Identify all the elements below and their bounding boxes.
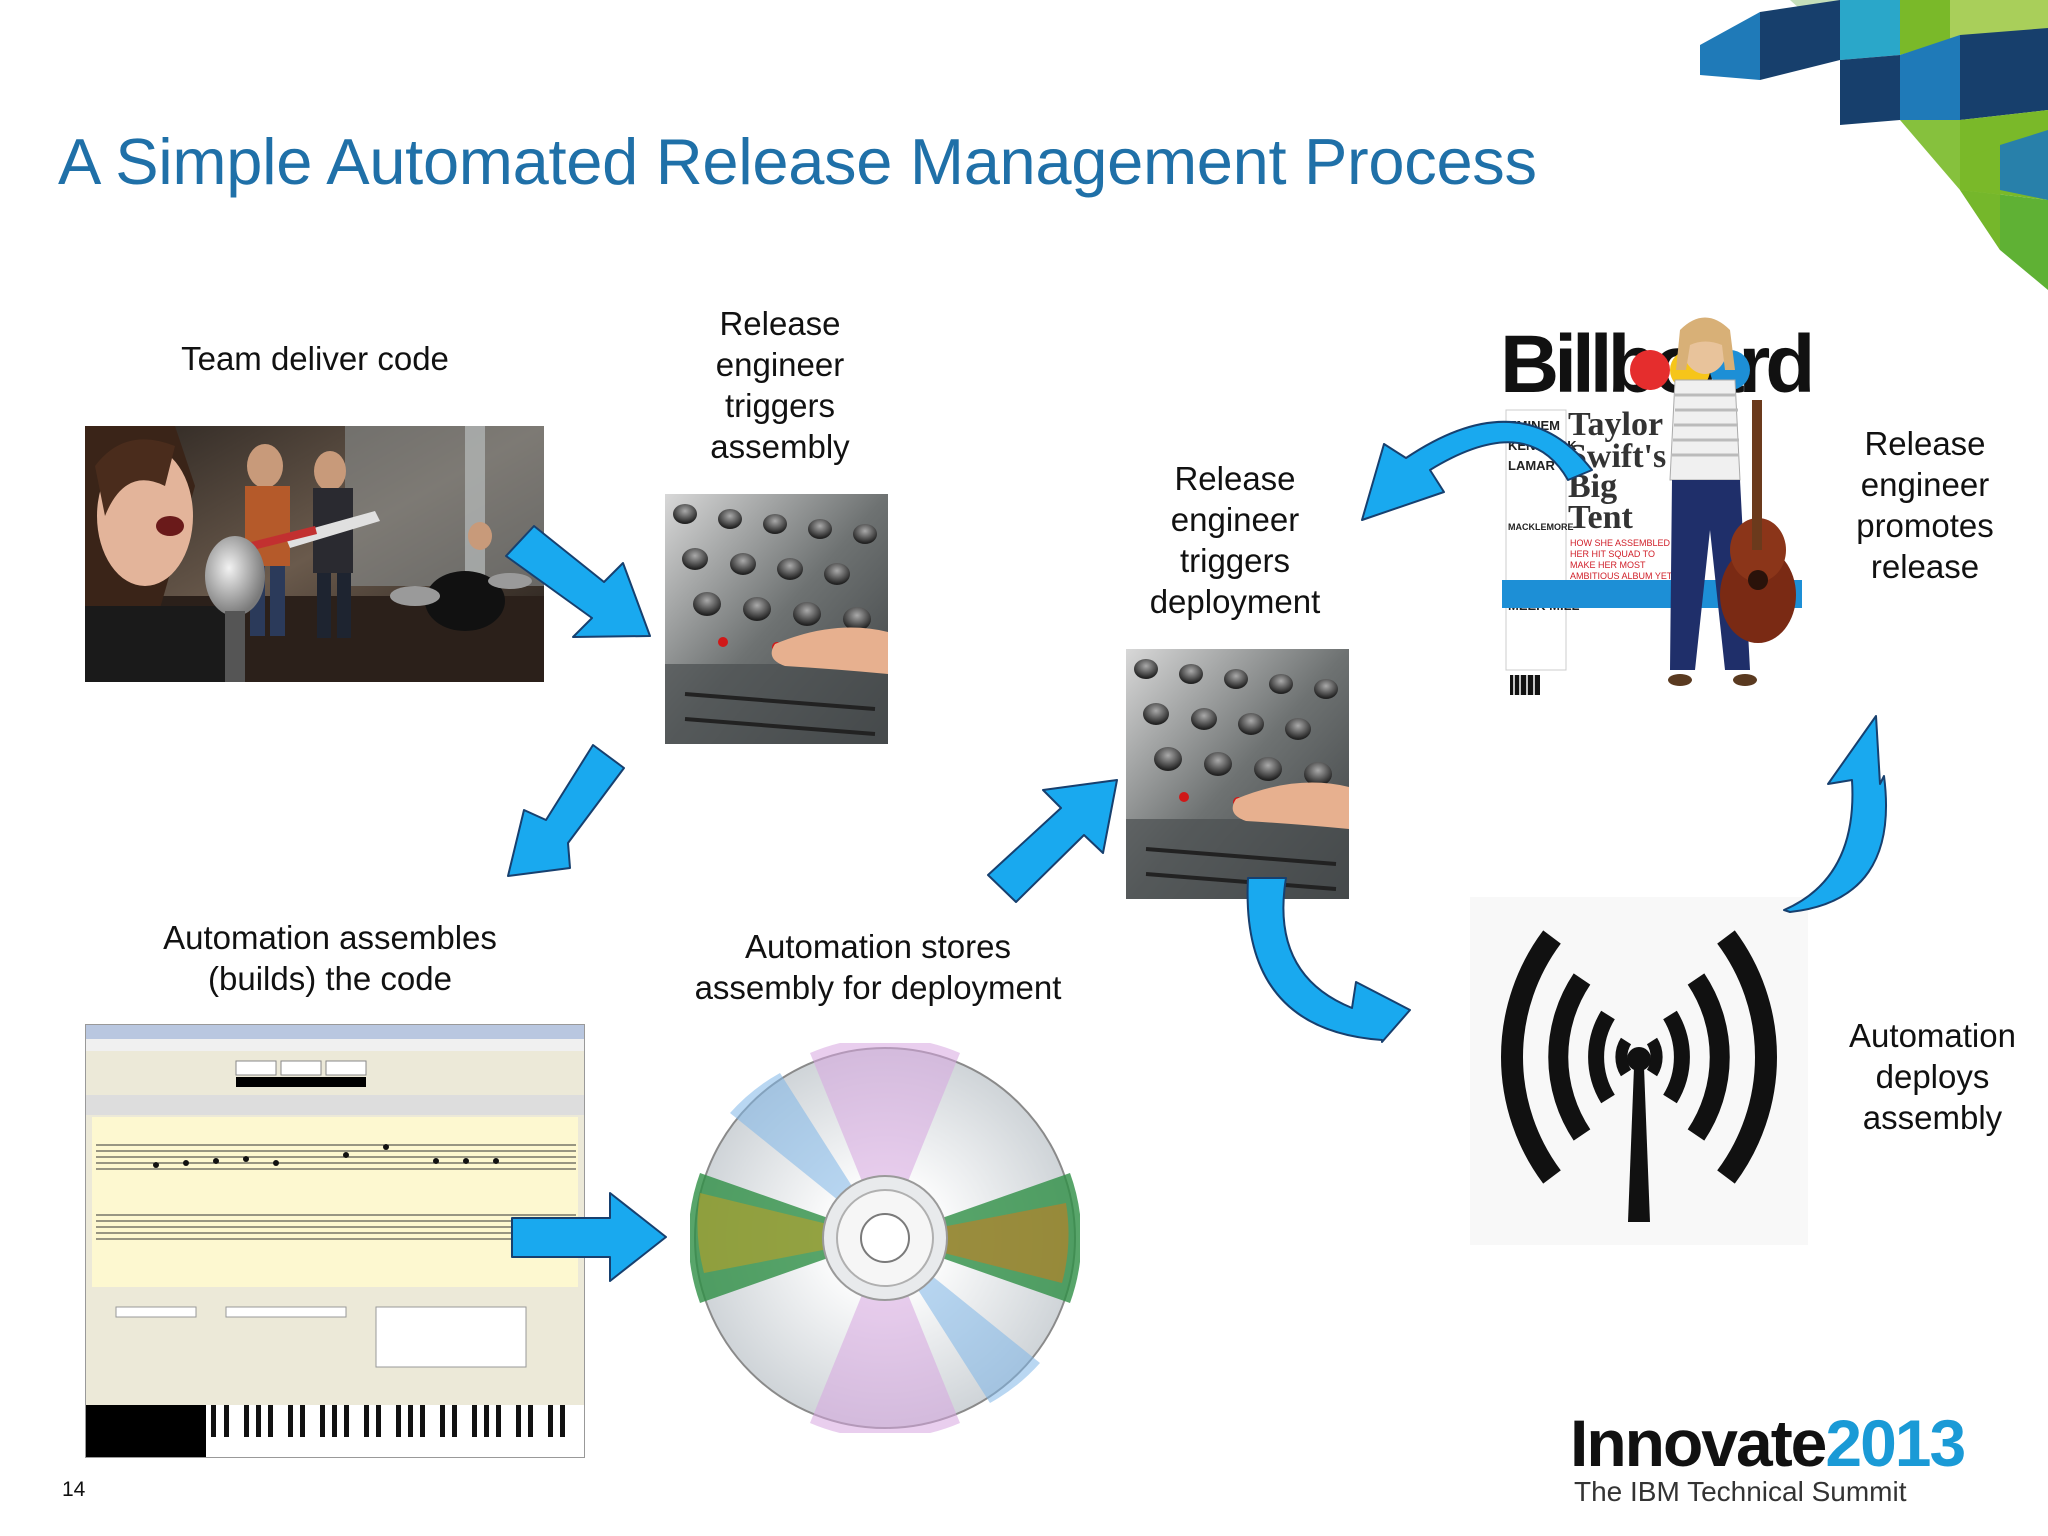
- brand-logo: Innovate2013 The IBM Technical Summit: [1570, 1406, 1966, 1508]
- band-photo: [85, 426, 544, 682]
- label-line: release: [1870, 548, 1980, 585]
- cd-disc: [688, 1037, 1082, 1439]
- label-line: (builds) the code: [208, 960, 452, 997]
- label-line: promotes: [1856, 507, 1994, 544]
- label-line: Release: [1174, 460, 1296, 497]
- brand-name: Innovate2013: [1570, 1406, 1966, 1480]
- label-line: Automation assembles: [163, 919, 497, 956]
- label-line: engineer: [715, 346, 845, 383]
- label-line: assembly: [710, 428, 850, 465]
- label-automation-stores: Automation stores assembly for deploymen…: [668, 926, 1088, 1008]
- brand-name-word: Innovate: [1570, 1406, 1827, 1480]
- arrow-deploy-to-promote: [1783, 715, 1888, 913]
- corner-decoration: [1700, 0, 2048, 290]
- label-line: Release: [1864, 425, 1986, 462]
- label-line: Team deliver code: [181, 340, 449, 377]
- label-line: deploys: [1875, 1058, 1990, 1095]
- arrow-deploy-trigger-to-deploy: [1246, 877, 1411, 1043]
- label-line: deployment: [1149, 583, 1321, 620]
- magazine-headline: Taylor: [1568, 406, 1663, 443]
- broadcast-antenna-icon: [1470, 897, 1808, 1245]
- label-line: Automation stores: [745, 928, 1011, 965]
- magazine-side-item: LAMAR: [1508, 458, 1556, 473]
- svg-text:AMBITIOUS ALBUM YET: AMBITIOUS ALBUM YET: [1570, 571, 1673, 581]
- svg-text:HOW SHE ASSEMBLED: HOW SHE ASSEMBLED: [1570, 538, 1671, 548]
- magazine-side-item: MACKLEMORE: [1508, 522, 1574, 532]
- arrow-team-to-assembly: [505, 525, 651, 638]
- mixing-console-photo: [665, 494, 888, 744]
- slide-title: A Simple Automated Release Management Pr…: [58, 125, 1537, 198]
- svg-text:MAKE HER MOST: MAKE HER MOST: [1570, 560, 1646, 570]
- music-notation-software-screenshot: [85, 1024, 585, 1458]
- label-line: triggers: [724, 387, 836, 424]
- label-trigger-assembly: Release engineer triggers assembly: [640, 303, 920, 467]
- brand-subtitle: The IBM Technical Summit: [1574, 1476, 1907, 1507]
- label-automation-builds: Automation assembles (builds) the code: [120, 917, 540, 999]
- label-line: engineer: [1170, 501, 1300, 538]
- label-line: Release: [719, 305, 841, 342]
- label-line: assembly for deployment: [694, 969, 1062, 1006]
- brand-name-year: 2013: [1825, 1406, 1966, 1480]
- arrow-promote-loop: [1361, 420, 1593, 521]
- label-line: triggers: [1179, 542, 1291, 579]
- label-automation-deploys: Automation deploys assembly: [1820, 1015, 2045, 1138]
- label-team-deliver: Team deliver code: [150, 338, 480, 379]
- label-promotes-release: Release engineer promotes release: [1790, 423, 2048, 587]
- label-line: Automation: [1849, 1017, 2016, 1054]
- arrow-build-to-store: [511, 1192, 667, 1282]
- page-number: 14: [62, 1478, 86, 1501]
- magazine-headline: Tent: [1568, 499, 1634, 536]
- label-line: engineer: [1860, 466, 1990, 503]
- arrow-store-to-deploy-trigger: [987, 779, 1118, 903]
- label-trigger-deployment: Release engineer triggers deployment: [1095, 458, 1375, 622]
- label-line: assembly: [1862, 1099, 2003, 1136]
- svg-text:HER HIT SQUAD TO: HER HIT SQUAD TO: [1570, 549, 1655, 559]
- arrow-assembly-to-build: [507, 744, 625, 877]
- mixing-console-photo-2: [1126, 649, 1349, 899]
